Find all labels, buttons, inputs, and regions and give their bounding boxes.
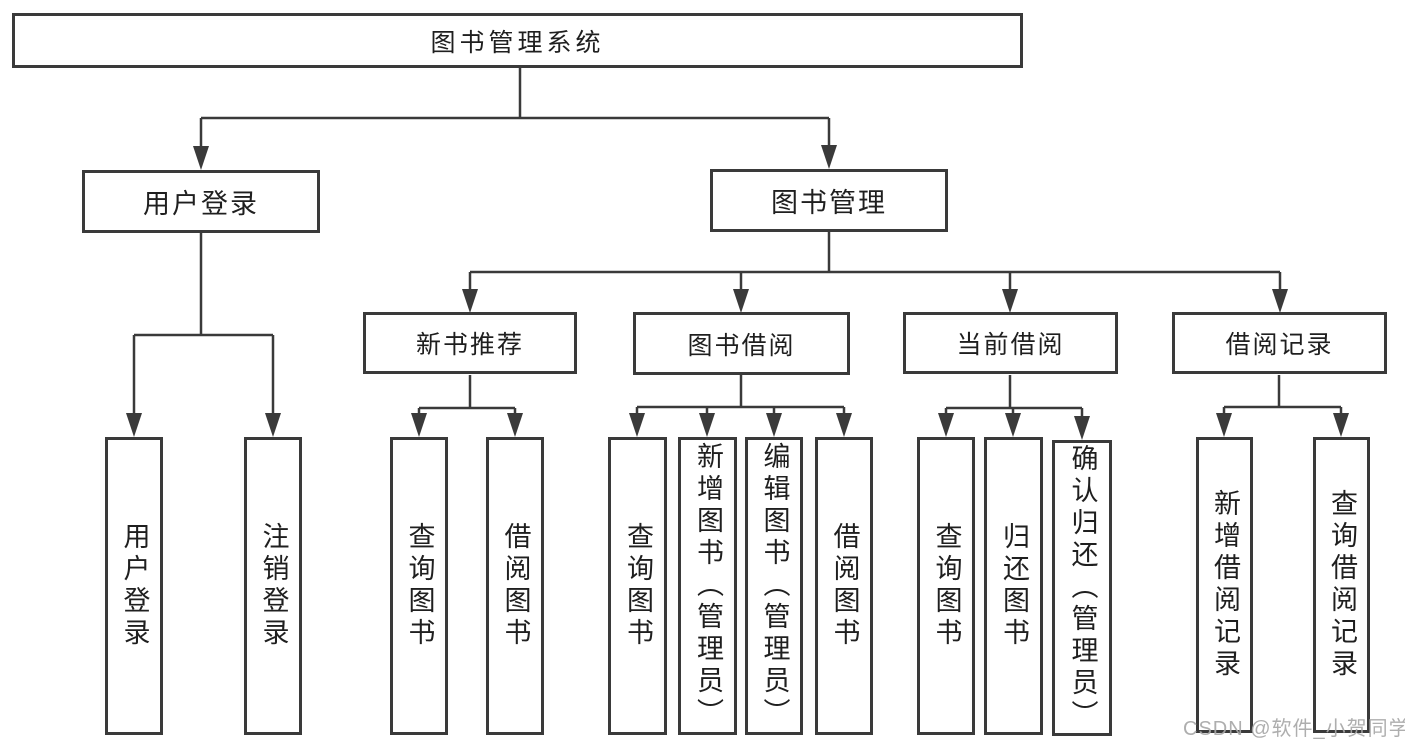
node-book-management-label: 图书管理 <box>771 188 887 218</box>
leaf-cb-return-books: 归还图书 <box>984 437 1043 735</box>
leaf-bb-borrow-books-label: 借阅图书 <box>829 522 860 650</box>
leaf-nb-query-books: 查询图书 <box>390 437 448 735</box>
leaf-bb-query-books-label: 查询图书 <box>623 522 653 650</box>
leaf-cb-query-books: 查询图书 <box>917 437 975 735</box>
leaf-nb-borrow-books-label: 借阅图书 <box>500 522 531 650</box>
leaf-logout: 注销登录 <box>244 437 302 735</box>
watermark: CSDN @软件_小贺同学 <box>1183 718 1405 740</box>
leaf-br-add-record-label: 新增借阅记录 <box>1210 489 1240 681</box>
node-borrowing-records: 借阅记录 <box>1172 312 1387 374</box>
leaf-bb-borrow-books: 借阅图书 <box>815 437 873 735</box>
leaf-bb-edit-books-admin-label: 编辑图书（管理员） <box>759 442 790 730</box>
leaf-logout-label: 注销登录 <box>258 522 289 650</box>
node-user-login-label: 用户登录 <box>143 189 259 219</box>
leaf-cb-confirm-return-admin-label: 确认归还（管理员） <box>1067 444 1098 732</box>
node-book-borrowing: 图书借阅 <box>633 312 850 375</box>
node-new-book-recommend-label: 新书推荐 <box>415 331 524 359</box>
node-borrowing-records-label: 借阅记录 <box>1225 331 1334 359</box>
node-library-system: 图书管理系统 <box>12 13 1023 68</box>
leaf-cb-return-books-label: 归还图书 <box>999 522 1029 650</box>
leaf-nb-query-books-label: 查询图书 <box>404 522 435 650</box>
leaf-nb-borrow-books: 借阅图书 <box>486 437 544 735</box>
leaf-bb-edit-books-admin: 编辑图书（管理员） <box>745 437 803 735</box>
node-book-borrowing-label: 图书借阅 <box>687 331 796 360</box>
node-current-borrowing-label: 当前借阅 <box>956 331 1065 359</box>
node-current-borrowing: 当前借阅 <box>903 312 1118 374</box>
node-new-book-recommend: 新书推荐 <box>363 312 577 374</box>
leaf-user-login: 用户登录 <box>105 437 163 735</box>
leaf-br-query-record: 查询借阅记录 <box>1313 437 1370 733</box>
node-user-login: 用户登录 <box>82 170 320 233</box>
leaf-bb-query-books: 查询图书 <box>608 437 667 735</box>
leaf-bb-add-books-admin: 新增图书（管理员） <box>678 437 737 735</box>
leaf-user-login-label: 用户登录 <box>119 522 150 650</box>
node-library-system-label: 图书管理系统 <box>430 28 605 57</box>
leaf-cb-confirm-return-admin: 确认归还（管理员） <box>1052 440 1112 736</box>
leaf-bb-add-books-admin-label: 新增图书（管理员） <box>693 442 723 730</box>
leaf-br-query-record-label: 查询借阅记录 <box>1327 489 1357 681</box>
node-book-management: 图书管理 <box>710 169 948 232</box>
leaf-cb-query-books-label: 查询图书 <box>931 522 962 650</box>
leaf-br-add-record: 新增借阅记录 <box>1196 437 1253 733</box>
